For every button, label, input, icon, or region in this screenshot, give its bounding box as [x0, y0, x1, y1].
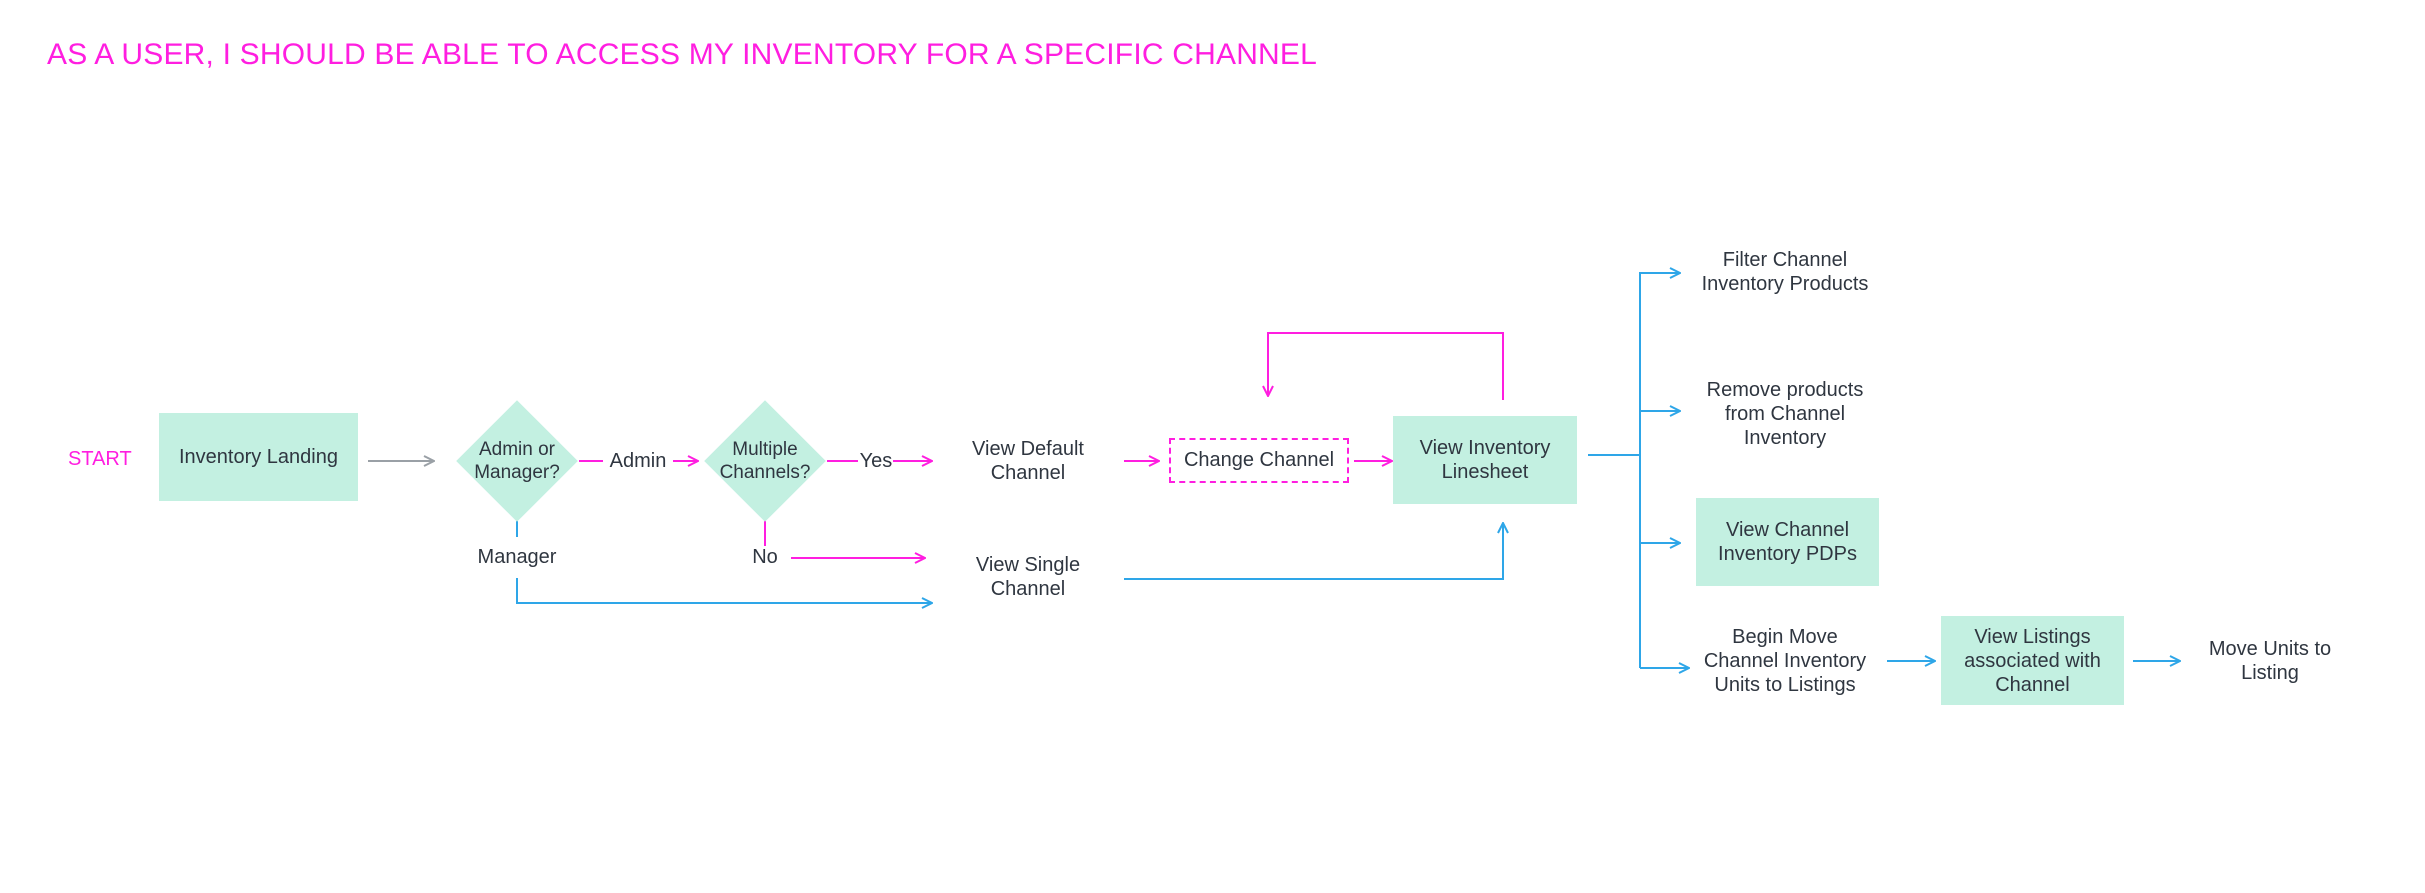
move-units-node[interactable]: Move Units to Listing — [2208, 638, 2332, 684]
start-label: START — [68, 448, 132, 470]
inventory-landing-node[interactable]: Inventory Landing — [159, 413, 358, 501]
view-channel-pdps-label: View Channel Inventory PDPs — [1718, 519, 1857, 565]
view-default-channel-node[interactable]: View Default Channel — [972, 438, 1084, 484]
view-listings-node[interactable]: View Listings associated with Channel — [1941, 616, 2124, 705]
edge-manager-route — [516, 578, 932, 603]
admin-or-manager-label: Admin or Manager? — [474, 439, 560, 483]
edge-label-no: No — [752, 546, 778, 568]
edge-label-yes: Yes — [859, 450, 893, 472]
change-channel-node[interactable]: Change Channel — [1169, 438, 1349, 483]
begin-move-node[interactable]: Begin Move Channel Inventory Units to Li… — [1703, 626, 1867, 696]
edge-single-to-linesheet — [1124, 523, 1503, 580]
view-inventory-linesheet-node[interactable]: View Inventory Linesheet — [1393, 416, 1577, 504]
view-single-channel-node[interactable]: View Single Channel — [975, 554, 1081, 600]
view-inventory-linesheet-label: View Inventory Linesheet — [1419, 437, 1551, 483]
edge-label-admin: Admin — [609, 450, 667, 472]
change-channel-label: Change Channel — [1183, 449, 1335, 471]
remove-products-node[interactable]: Remove products from Channel Inventory — [1706, 379, 1864, 449]
filter-channel-inventory-node[interactable]: Filter Channel Inventory Products — [1701, 249, 1869, 295]
edge-linesheet-loop — [1268, 332, 1504, 400]
edge-label-manager: Manager — [477, 546, 557, 568]
inventory-landing-label: Inventory Landing — [178, 446, 338, 468]
view-channel-pdps-node[interactable]: View Channel Inventory PDPs — [1696, 498, 1879, 586]
view-listings-label: View Listings associated with Channel — [1964, 625, 2101, 696]
multiple-channels-label: Multiple Channels? — [719, 439, 811, 483]
page-title: AS A USER, I SHOULD BE ABLE TO ACCESS MY… — [47, 38, 1318, 71]
